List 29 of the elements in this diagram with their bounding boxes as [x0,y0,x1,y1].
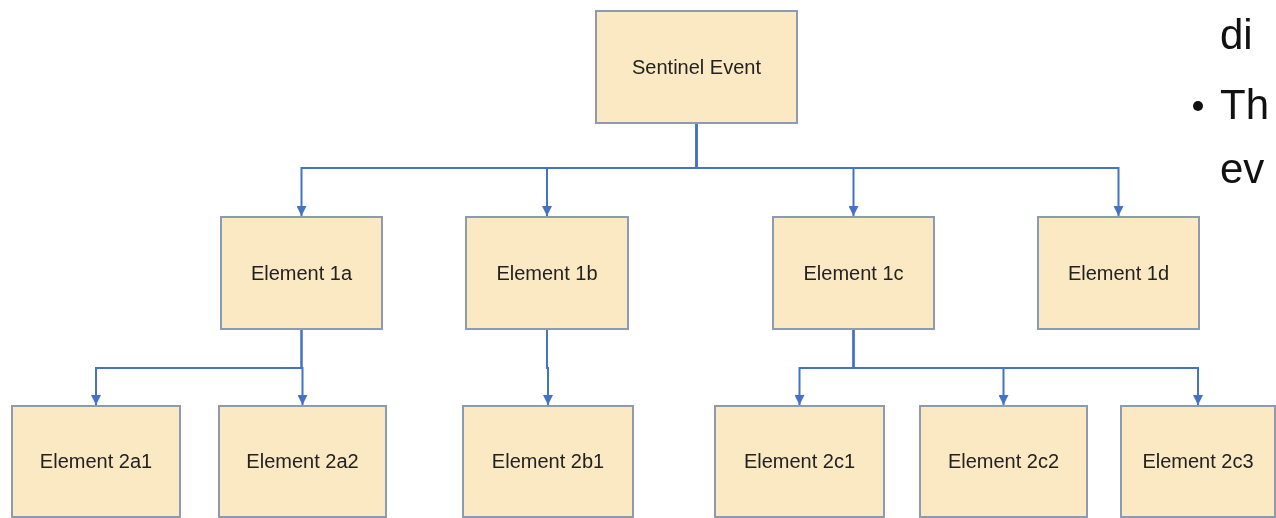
node-label: Element 2c2 [947,450,1060,473]
node-label: Element 1b [496,261,598,285]
process-box [218,405,387,518]
node-label: Element 2a1 [39,450,153,473]
node-label: Element 2a2 [246,450,359,473]
process-box [220,216,383,330]
connector-arrow [852,329,1203,406]
process-box [465,216,629,330]
node-label: Element 1d [1067,261,1170,285]
process-box [1037,216,1200,330]
node-label: Element 2c3 [1142,450,1254,473]
node-label: Element 2b1 [491,450,605,473]
slide-text-fragment: ev [1220,148,1265,190]
node-label: Sentinel Event [632,55,761,79]
process-box [772,216,935,330]
process-box [462,405,634,518]
node-label: Element 1a [250,261,353,285]
node-label: Element 1c [803,261,904,285]
process-box [11,405,181,518]
connector-arrow [695,123,1124,217]
process-box [919,405,1088,518]
connector-arrow [297,329,308,406]
process-box [1120,405,1276,518]
connector-arrow [543,329,553,406]
node-label: Element 2c1 [743,450,856,473]
slide-text-fragment: Th [1220,84,1269,126]
slide-text-fragment: di [1220,14,1253,56]
process-box [714,405,885,518]
process-box [595,10,798,124]
